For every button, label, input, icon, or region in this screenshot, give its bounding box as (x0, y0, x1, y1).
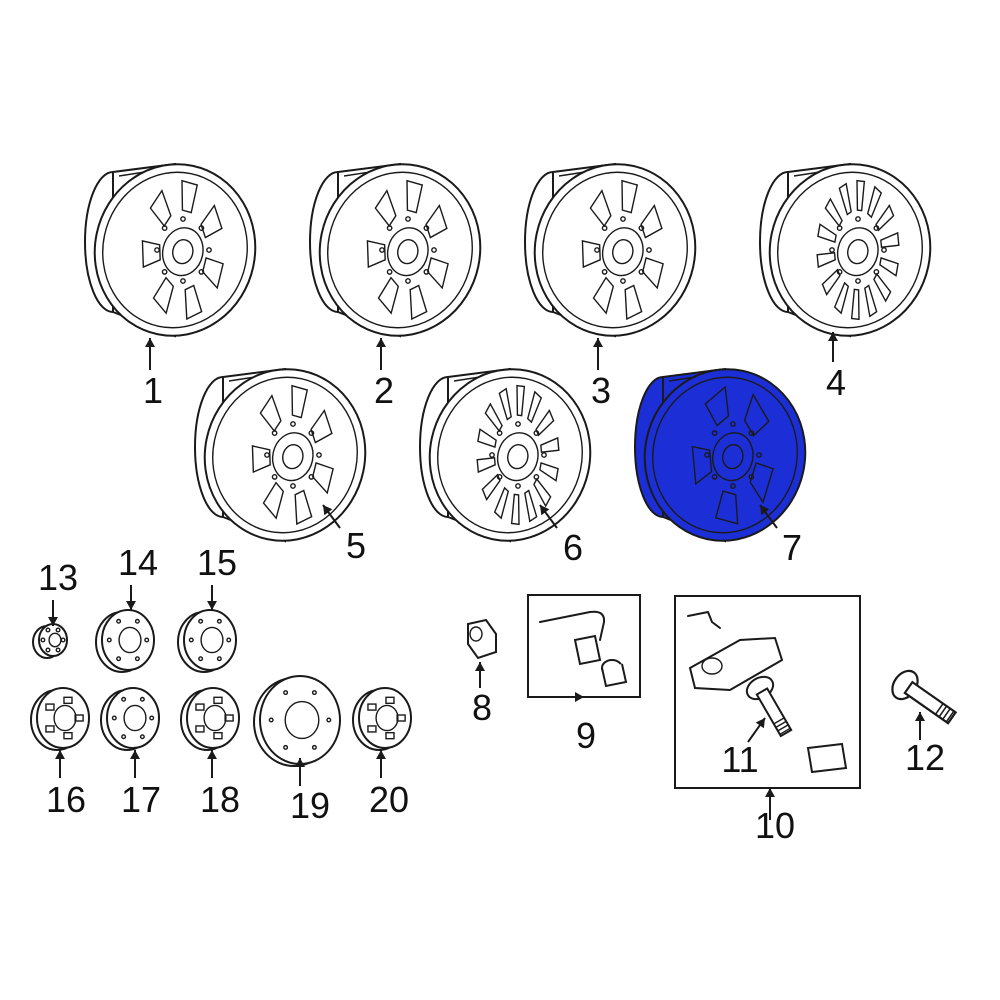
wheel-split-spoke-2 (309, 162, 482, 338)
leader-arrowhead (55, 750, 65, 759)
callout-14: 14 (118, 542, 158, 610)
callout-13: 13 (38, 557, 78, 626)
leader-arrowhead (130, 750, 140, 759)
leader-arrowhead (295, 758, 305, 767)
callout-2: 2 (374, 338, 394, 411)
callout-11: 11 (721, 717, 766, 780)
callout-number: 4 (826, 362, 846, 403)
leader-arrowhead (126, 601, 136, 610)
callout-15: 15 (197, 542, 237, 610)
callout-number: 8 (472, 687, 492, 728)
leader-arrowhead (475, 662, 485, 671)
leader-arrowhead (755, 718, 765, 729)
callout-17: 17 (121, 750, 161, 820)
callout-20: 20 (369, 750, 409, 820)
center-cap-17 (100, 687, 160, 751)
callout-6: 6 (539, 504, 583, 568)
callout-number: 3 (591, 370, 611, 411)
leader-arrowhead (48, 617, 58, 626)
center-cap-15 (177, 609, 237, 673)
leader-arrowhead (145, 338, 155, 347)
center-cap-large-19 (253, 675, 341, 767)
callout-16: 16 (46, 750, 86, 820)
callout-number: 1 (143, 370, 163, 411)
callout-number: 10 (755, 805, 795, 846)
leader-arrowhead (323, 505, 333, 516)
callout-number: 15 (197, 542, 237, 583)
leader-arrowhead (915, 712, 925, 721)
callout-number: 5 (346, 525, 366, 566)
leader-arrowhead (376, 338, 386, 347)
callout-3: 3 (591, 338, 611, 411)
callout-number: 2 (374, 370, 394, 411)
tpms-sensor-kit-10 (674, 595, 861, 789)
callout-number: 19 (290, 785, 330, 826)
wheel-split-spoke-3 (524, 162, 697, 338)
leader-arrowhead (207, 750, 217, 759)
callout-19: 19 (290, 758, 330, 826)
callout-9: 9 (575, 692, 596, 756)
center-cap-slotted-16 (30, 687, 90, 751)
wheel-split-spoke-5 (194, 367, 367, 543)
center-cap-small-13 (32, 623, 68, 659)
callout-number: 18 (200, 779, 240, 820)
leader-arrowhead (593, 338, 603, 347)
callout-number: 14 (118, 542, 158, 583)
callout-7: 7 (759, 504, 802, 568)
valve-stem-11 (745, 675, 793, 738)
leader-arrowhead (765, 788, 775, 797)
callout-number: 20 (369, 779, 409, 820)
wheel-multi-spoke-4 (759, 162, 932, 338)
callout-8: 8 (472, 662, 492, 728)
kit-box (674, 595, 861, 789)
callout-number: 16 (46, 779, 86, 820)
center-cap-14 (95, 609, 155, 673)
callout-number: 13 (38, 557, 78, 598)
callout-5: 5 (322, 504, 366, 566)
center-cap-slotted-18 (180, 687, 240, 751)
callout-4: 4 (826, 332, 846, 403)
callout-number: 6 (563, 527, 583, 568)
wheel-split-spoke-1 (84, 162, 257, 338)
callout-18: 18 (200, 750, 240, 820)
wheel-lock-kit-9 (527, 594, 641, 698)
leader-arrowhead (207, 601, 217, 610)
callout-number: 12 (905, 737, 945, 778)
valve-stem-12 (891, 669, 958, 725)
center-cap-slotted-20 (352, 687, 412, 751)
leader-arrowhead (575, 692, 584, 702)
leader-arrowhead (760, 505, 770, 516)
lug-nut-8 (467, 618, 497, 660)
leader-arrowhead (540, 505, 550, 516)
callout-number: 7 (782, 527, 802, 568)
wheel-multi-spoke-6 (419, 367, 592, 543)
leader-arrowhead (828, 332, 838, 341)
callout-number: 11 (721, 739, 758, 780)
wheel-steel-7 (634, 367, 807, 543)
callout-12: 12 (905, 712, 945, 778)
leader-arrowhead (376, 750, 386, 759)
callout-number: 9 (576, 715, 596, 756)
callout-number: 17 (121, 779, 161, 820)
callout-10: 10 (755, 788, 795, 846)
callout-1: 1 (143, 338, 163, 411)
